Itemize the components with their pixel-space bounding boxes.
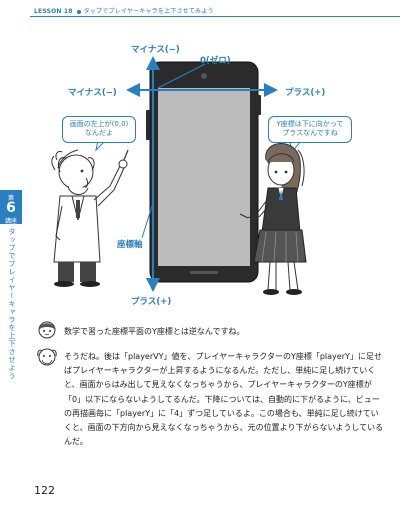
callout-left: 画面の左上が(0,0) なんだよ [62, 116, 136, 143]
chapter-label: 第 [7, 195, 14, 202]
callout-left-line-1: 画面の左上が(0,0) [69, 120, 129, 128]
side-button-left [146, 110, 150, 140]
professor-answer: そうだね。後は「playerVY」値を、プレイヤーキャラクターのY座標「play… [64, 352, 384, 447]
professor-character [51, 149, 129, 287]
lecture-label: 講座 [4, 218, 17, 225]
professor-face-icon [37, 348, 57, 366]
lesson-number: LESSON 18 [34, 8, 73, 15]
chapter-vertical-title: タップでプレイヤーキャラを上下させよう [8, 228, 16, 380]
side-button-right [257, 95, 261, 115]
y-axis-plus-label: プラス(+) [131, 297, 172, 307]
running-header: LESSON 18 タップでプレイヤーキャラを上下させてみよう [34, 6, 214, 15]
x-axis-minus-label: マイナス(−) [68, 88, 117, 98]
y-axis-minus-label: マイナス(−) [131, 45, 180, 55]
girl-face-icon [38, 321, 56, 339]
bullet-icon [76, 9, 81, 14]
camera-icon [201, 73, 207, 79]
student-girl-character [239, 143, 307, 295]
origin-label: 0(ゼロ) [200, 56, 231, 66]
origin-pointer [157, 63, 206, 89]
chapter-number: 6 [6, 200, 16, 216]
x-axis-plus-label: プラス(+) [285, 88, 326, 98]
lesson-title: タップでプレイヤーキャラを上下させてみよう [83, 8, 214, 15]
callout-right-line-1: Y座標は下に向かって [276, 120, 344, 128]
coordinate-diagram [51, 56, 307, 295]
callout-right-line-2: プラスなんですね [282, 129, 338, 138]
student-question: 数学で習った座標平面のY座標とは逆なんですね。 [64, 327, 245, 336]
callout-left-line-2: なんだよ [85, 129, 113, 138]
phone-screen [158, 88, 250, 266]
header-rule [30, 16, 400, 17]
speaker-grille [190, 271, 218, 274]
axis-label: 座標軸 [117, 240, 143, 250]
axis-label-pointer [141, 205, 153, 239]
chapter-tab [0, 190, 22, 224]
callout-right: Y座標は下に向かって プラスなんですね [268, 116, 352, 143]
page-number: 122 [34, 484, 55, 497]
